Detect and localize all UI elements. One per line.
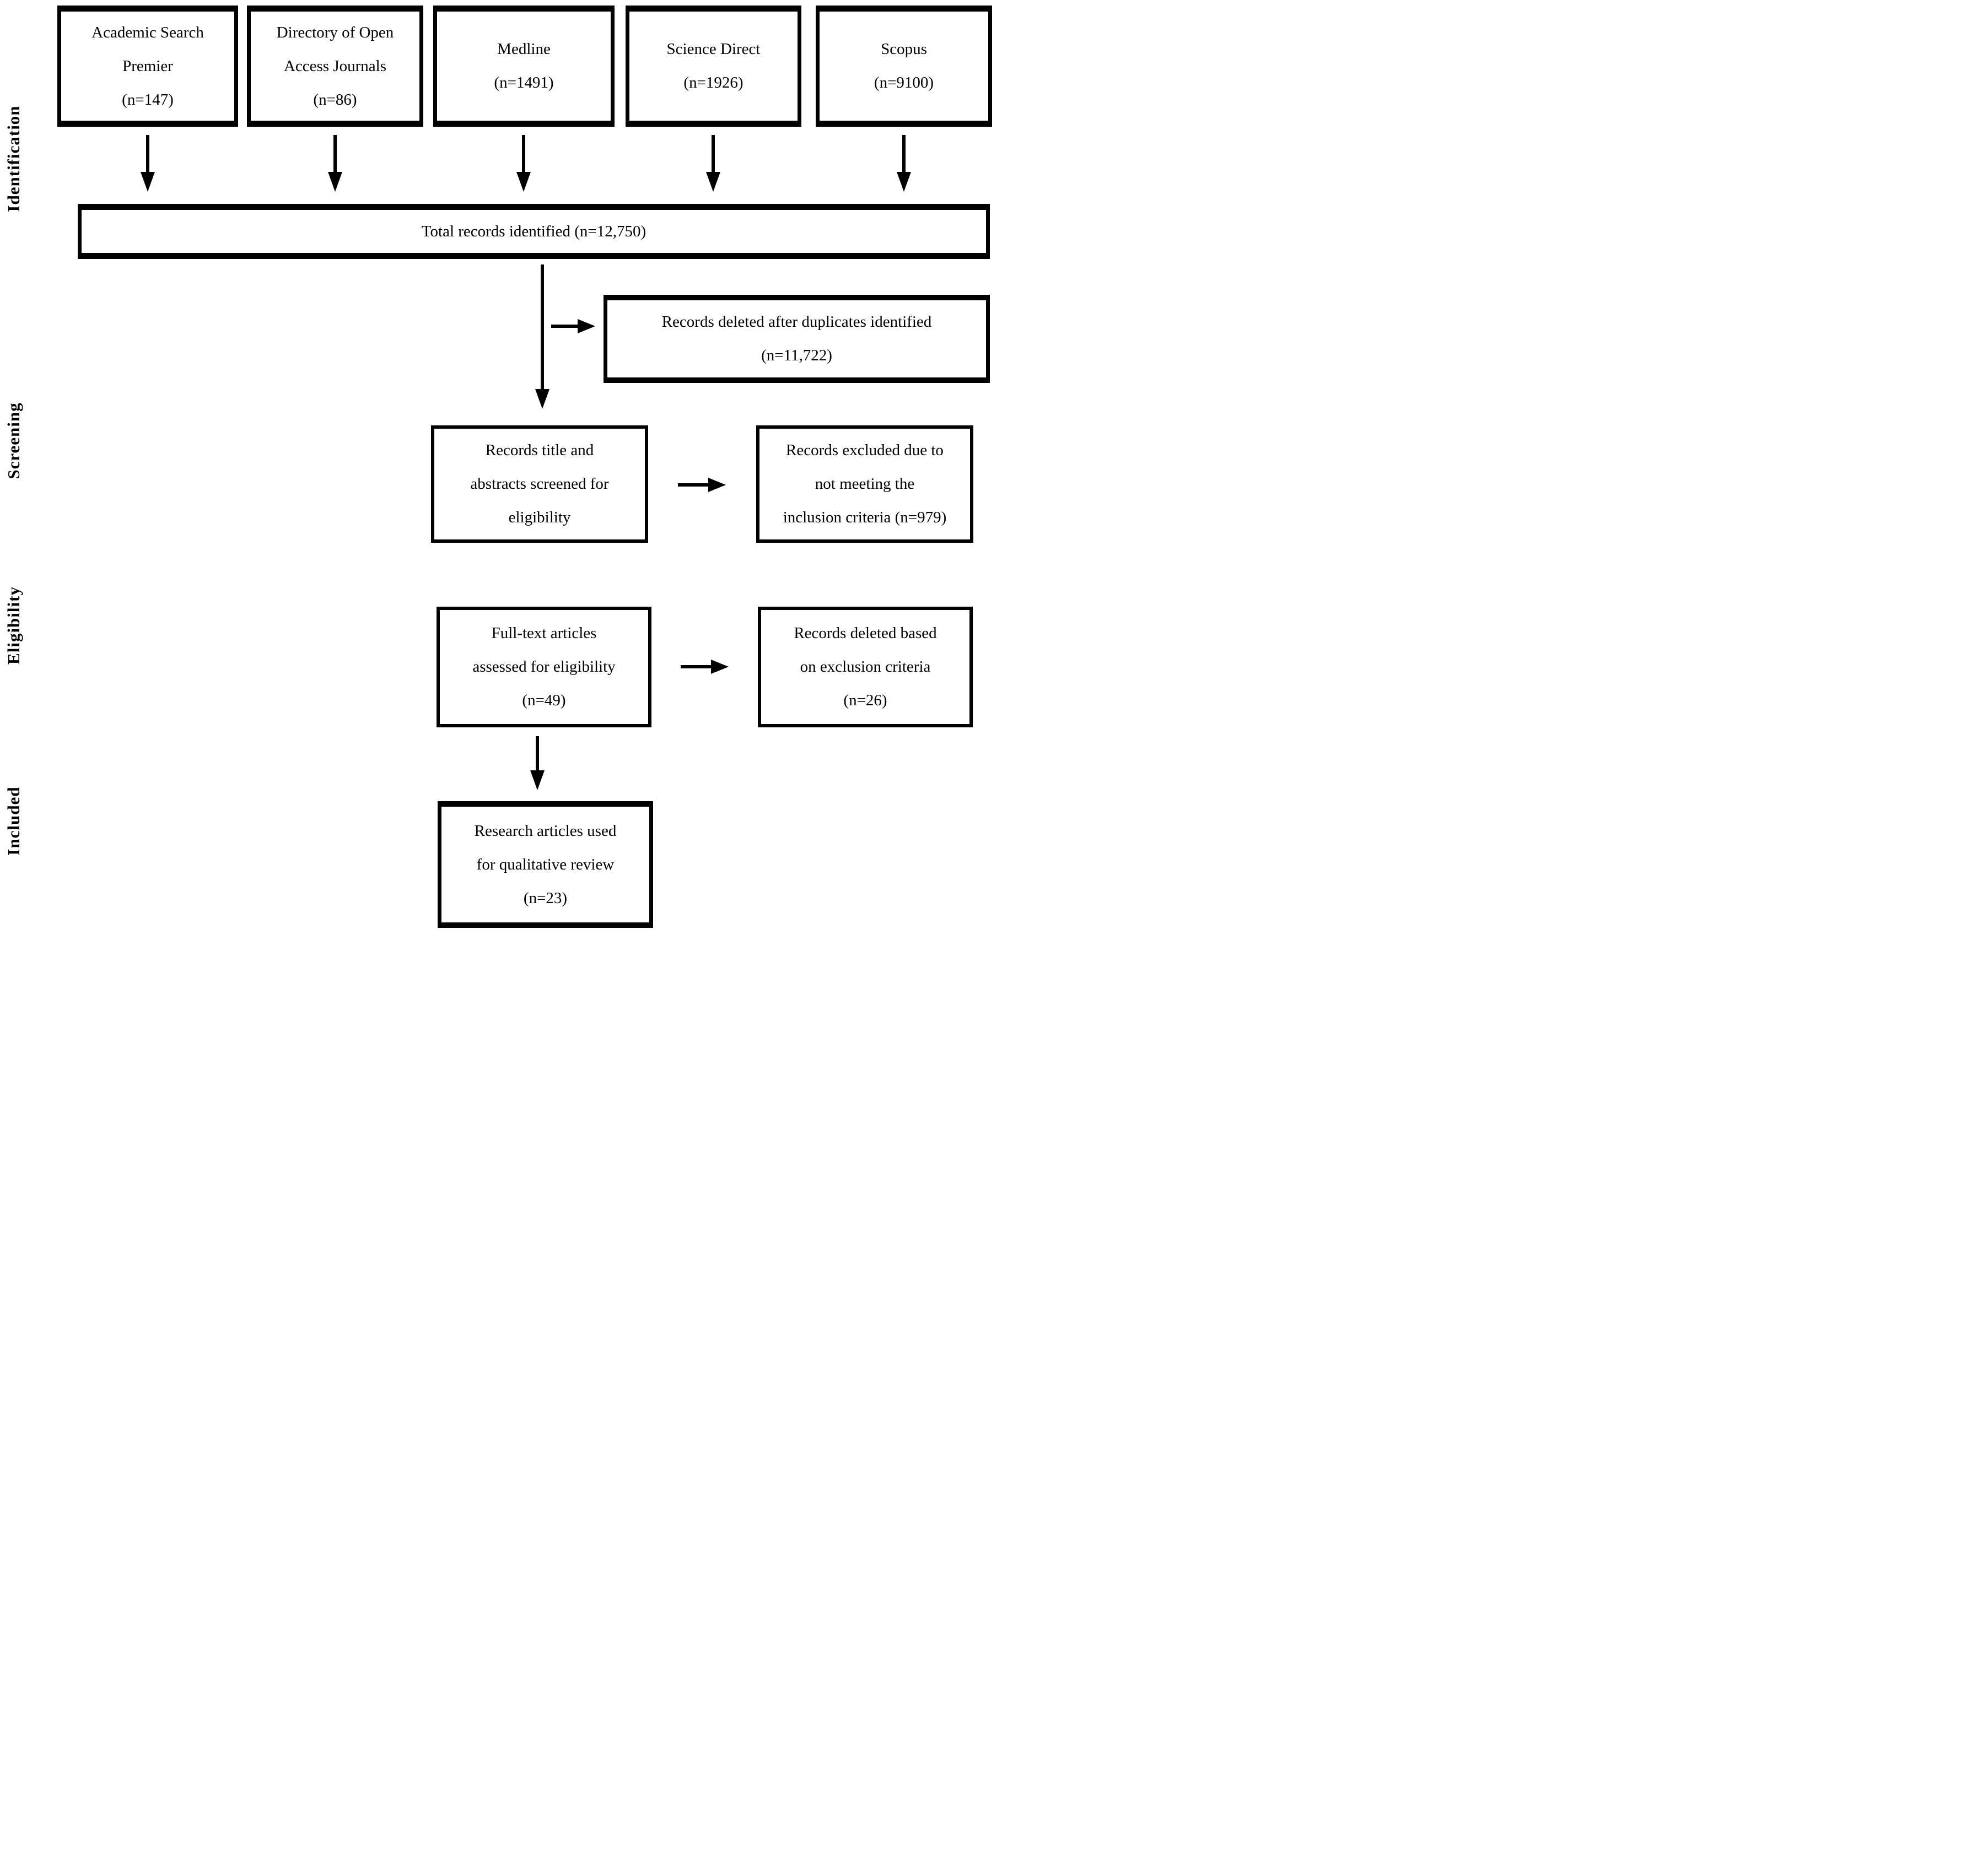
down-arrow-icon	[516, 172, 531, 192]
box-text-line: Directory of Open	[276, 23, 394, 41]
box-text-line: Records title and	[485, 441, 594, 459]
box-text-line: Premier	[122, 57, 173, 75]
arrow-shaft-source-4	[712, 135, 715, 172]
right-arrow-icon	[708, 478, 726, 492]
box-text-line: (n=86)	[313, 90, 357, 109]
box-text-line: Records excluded due to	[786, 441, 944, 459]
stage-label-screening: Screening	[4, 402, 23, 479]
down-arrow-icon	[535, 389, 549, 409]
box-text-line: Access Journals	[283, 57, 387, 75]
box-text-line: on exclusion criteria	[800, 658, 931, 676]
stage-label-identification: Identification	[4, 105, 23, 212]
arrow-shaft-source-5	[902, 135, 906, 172]
box-text-line: not meeting the	[815, 475, 915, 493]
box-text-line: (n=1926)	[683, 74, 744, 91]
box-text-line: (n=26)	[843, 692, 887, 709]
records-excluded-box: Records excluded due to not meeting the …	[756, 425, 973, 543]
source-box-directory-open-access-journals: Directory of Open Access Journals (n=86)	[247, 6, 423, 127]
stage-label-included: Included	[4, 786, 23, 856]
box-text-line: abstracts screened for	[470, 475, 609, 493]
down-arrow-icon	[530, 770, 545, 790]
arrow-shaft-to-duplicates	[551, 325, 578, 328]
duplicates-deleted-box: Records deleted after duplicates identif…	[604, 295, 990, 383]
down-arrow-icon	[706, 172, 720, 192]
box-text-line: Total records identified (n=12,750)	[421, 222, 646, 240]
arrow-shaft-source-1	[146, 135, 149, 172]
box-text-line: assessed for eligibility	[472, 658, 616, 676]
arrow-shaft-to-exclusion-deleted	[681, 665, 711, 668]
box-text-line: Research articles used	[474, 822, 617, 840]
source-box-medline: Medline (n=1491)	[433, 6, 615, 127]
box-text-line: (n=9100)	[874, 74, 934, 91]
source-box-academic-search-premier: Academic Search Premier (n=147)	[57, 6, 238, 127]
box-text-line: (n=23)	[523, 889, 568, 907]
arrow-shaft-source-2	[333, 135, 337, 172]
box-text-line: Records deleted based	[794, 624, 937, 642]
total-records-box: Total records identified (n=12,750)	[78, 204, 990, 259]
qualitative-review-box: Research articles used for qualitative r…	[438, 801, 653, 928]
box-text-line: Records deleted after duplicates identif…	[661, 313, 932, 331]
arrow-shaft-fulltext-to-included	[536, 736, 539, 770]
down-arrow-icon	[328, 172, 342, 192]
box-text-line: (n=11,722)	[761, 347, 832, 364]
right-arrow-icon	[578, 319, 595, 333]
box-text-line: (n=1491)	[494, 74, 554, 91]
right-arrow-icon	[711, 660, 729, 674]
box-text-line: Full-text articles	[491, 624, 597, 642]
arrow-shaft-total-to-screening	[541, 264, 544, 389]
fulltext-assessed-box: Full-text articles assessed for eligibil…	[437, 607, 651, 727]
arrow-shaft-source-3	[522, 135, 525, 172]
down-arrow-icon	[897, 172, 911, 192]
box-text-line: eligibility	[508, 509, 571, 526]
prisma-flow-diagram: Identification Screening Eligibility Inc…	[0, 0, 994, 932]
exclusion-deleted-box: Records deleted based on exclusion crite…	[758, 607, 973, 727]
box-text-line: Science Direct	[666, 40, 761, 58]
source-box-scopus: Scopus (n=9100)	[816, 6, 992, 127]
box-text-line: Academic Search	[91, 23, 204, 41]
box-text-line: (n=49)	[522, 692, 566, 709]
stage-label-eligibility: Eligibility	[4, 586, 23, 665]
box-text-line: Scopus	[881, 40, 927, 58]
source-box-science-direct: Science Direct (n=1926)	[626, 6, 801, 127]
down-arrow-icon	[141, 172, 155, 192]
arrow-shaft-to-excluded	[678, 483, 708, 487]
box-text-line: Medline	[497, 40, 551, 58]
box-text-line: for qualitative review	[476, 855, 615, 873]
box-text-line: inclusion criteria (n=979)	[783, 509, 947, 526]
title-abstract-screened-box: Records title and abstracts screened for…	[431, 425, 648, 543]
box-text-line: (n=147)	[122, 90, 174, 109]
